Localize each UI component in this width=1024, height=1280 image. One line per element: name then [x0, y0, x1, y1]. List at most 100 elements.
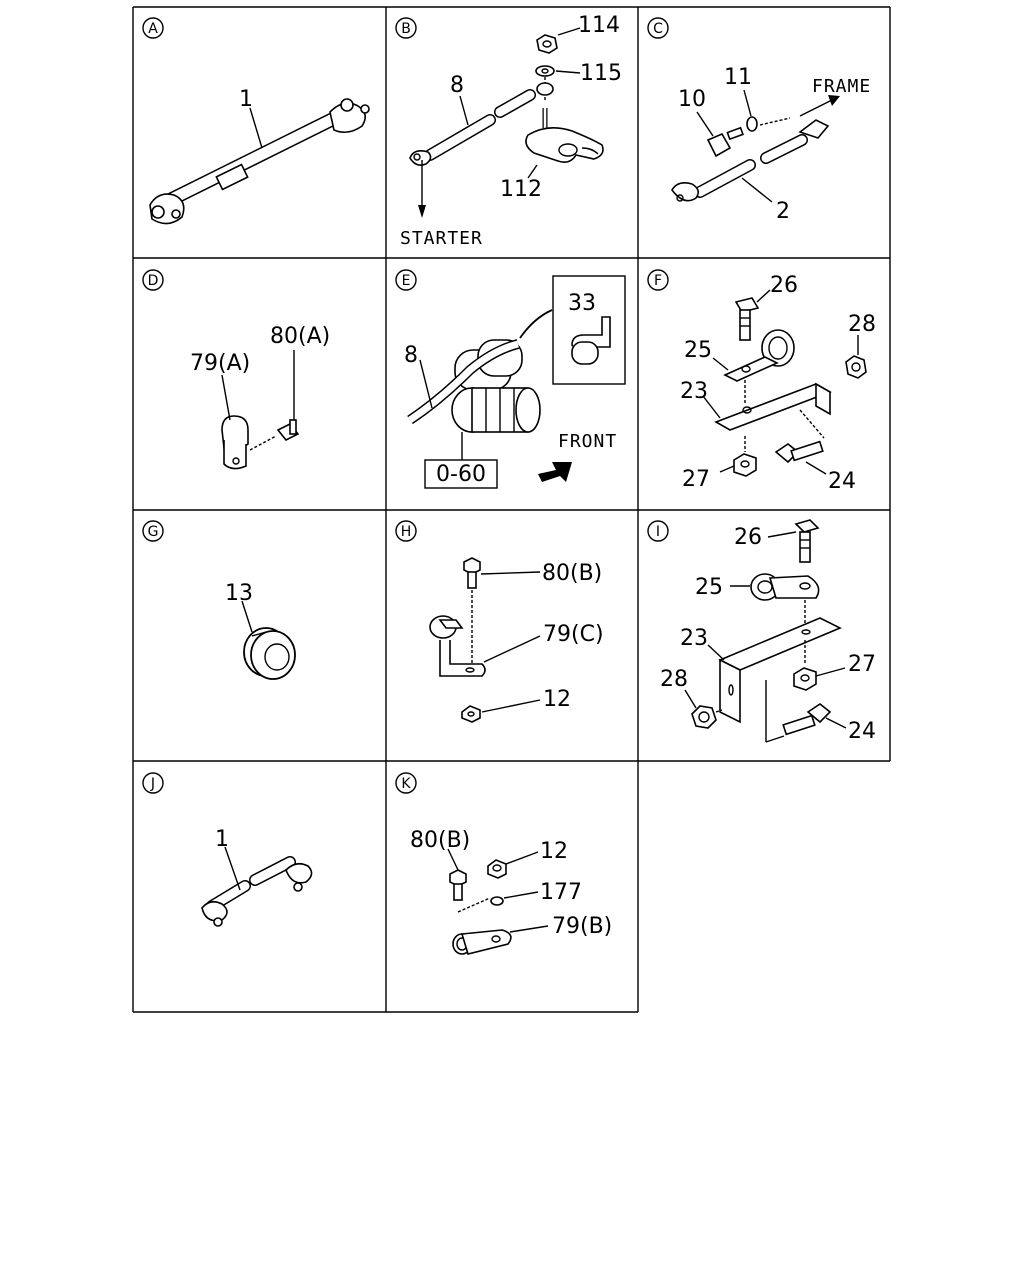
caption-starter: STARTER — [400, 228, 483, 249]
leader-f-26 — [756, 289, 771, 303]
battery-cable-a — [149, 98, 370, 225]
panel-letter-a-text: A — [148, 21, 158, 37]
bolt-10 — [706, 126, 744, 158]
leader-f-27 — [719, 465, 735, 473]
panel-letter-i: I — [647, 520, 669, 542]
nut-114 — [536, 34, 558, 54]
panel-letter-f-text: F — [654, 273, 662, 289]
panel-letter-b: B — [395, 17, 417, 39]
leader-f-23 — [702, 395, 721, 419]
clip-79c — [429, 615, 486, 677]
leader-b-8 — [459, 95, 469, 126]
label-b-112: 112 — [500, 177, 542, 202]
axis-k — [457, 897, 491, 913]
bracket-23-i — [718, 617, 842, 724]
panel-a: A 1 — [142, 17, 370, 225]
clip-79b — [452, 929, 512, 955]
axis-i-28 — [715, 709, 723, 713]
axis-f-bolt — [799, 409, 825, 439]
bolt-80b-k — [449, 869, 467, 901]
leader-j-1 — [224, 846, 241, 891]
cable-8-b — [409, 82, 554, 166]
panel-letter-h-text: H — [401, 524, 412, 540]
label-f-27: 27 — [682, 467, 710, 492]
nut-27-f — [733, 453, 757, 477]
caption-front: FRONT — [558, 431, 617, 452]
axis-i-24-h — [765, 735, 785, 743]
label-c-11: 11 — [724, 65, 752, 90]
leader-h-12 — [481, 699, 541, 713]
cable-2-c — [671, 119, 830, 202]
leader-f-25 — [712, 357, 729, 371]
label-c-2: 2 — [776, 199, 790, 224]
nut-27-i — [793, 667, 817, 691]
label-f-24: 24 — [828, 469, 856, 494]
arrow-frame — [799, 95, 840, 117]
leader-b-115 — [555, 70, 581, 74]
label-k-79b: 79(B) — [552, 914, 612, 939]
panel-j: J 1 — [142, 772, 313, 927]
leader-d-79a — [221, 374, 231, 421]
label-j-1: 1 — [215, 827, 229, 852]
label-i-26: 26 — [734, 525, 762, 550]
clamp-25-i — [750, 573, 820, 601]
panel-letter-d-text: D — [148, 273, 159, 289]
label-k-12: 12 — [540, 839, 568, 864]
panel-letter-a: A — [142, 17, 164, 39]
label-e-33: 33 — [568, 291, 596, 316]
panel-h: H 80(B) 79(C) 12 — [395, 520, 604, 723]
ref-box-060 — [424, 459, 498, 489]
bolt-24-i — [782, 703, 832, 736]
bolt-80b-h — [463, 557, 481, 589]
panel-b: B 114 115 8 — [395, 13, 622, 249]
panel-letter-h: H — [395, 520, 417, 542]
starter-motor — [451, 339, 541, 433]
panel-letter-g-text: G — [148, 524, 159, 540]
label-a-1: 1 — [239, 87, 253, 112]
label-f-26: 26 — [770, 273, 798, 298]
panel-letter-i-text: I — [656, 524, 660, 540]
leader-g-13 — [241, 600, 253, 633]
clamp-25-f — [723, 329, 795, 382]
panel-letter-c-text: C — [653, 21, 663, 37]
panel-letter-j-text: J — [150, 776, 155, 792]
bracket-23-f — [714, 382, 832, 431]
panel-k: K 80(B) 12 177 79(B) — [395, 772, 612, 955]
label-c-10: 10 — [678, 87, 706, 112]
panel-letter-j: J — [142, 772, 164, 794]
bolt-80a — [276, 419, 300, 442]
panel-f: F 26 25 28 23 — [647, 269, 876, 494]
clamp-112 — [525, 108, 604, 163]
leader-f-24 — [805, 461, 827, 475]
label-d-80a: 80(A) — [270, 324, 330, 349]
axis-c — [759, 117, 791, 126]
leader-i-27 — [815, 667, 846, 677]
grommet-13 — [243, 627, 296, 680]
leader-h-79c — [483, 635, 541, 663]
label-b-115: 115 — [580, 61, 622, 86]
panel-letter-k-text: K — [401, 776, 411, 792]
leader-i-28 — [684, 689, 697, 709]
nut-28-f — [845, 355, 867, 379]
panel-c: C 11 10 2 FRAME — [647, 17, 870, 224]
leader-a-1 — [249, 107, 263, 149]
leader-b-114 — [557, 27, 581, 36]
panel-g: G 13 — [142, 520, 296, 680]
nut-28-i — [691, 705, 717, 729]
leader-i-24 — [825, 717, 847, 729]
leader-k-79b — [509, 925, 549, 933]
label-h-12: 12 — [543, 687, 571, 712]
bolt-26-f — [734, 297, 760, 341]
panel-letter-e: E — [395, 269, 417, 291]
leader-i-26 — [767, 531, 797, 538]
panel-letter-b-text: B — [401, 21, 411, 37]
bolt-24-f — [774, 440, 824, 464]
label-i-25: 25 — [695, 575, 723, 600]
label-k-177: 177 — [540, 880, 582, 905]
leader-k-177 — [503, 891, 539, 899]
grid-frame — [132, 6, 891, 1013]
clip-79a — [221, 415, 249, 470]
panel-letter-g: G — [142, 520, 164, 542]
label-h-80b: 80(B) — [542, 561, 602, 586]
